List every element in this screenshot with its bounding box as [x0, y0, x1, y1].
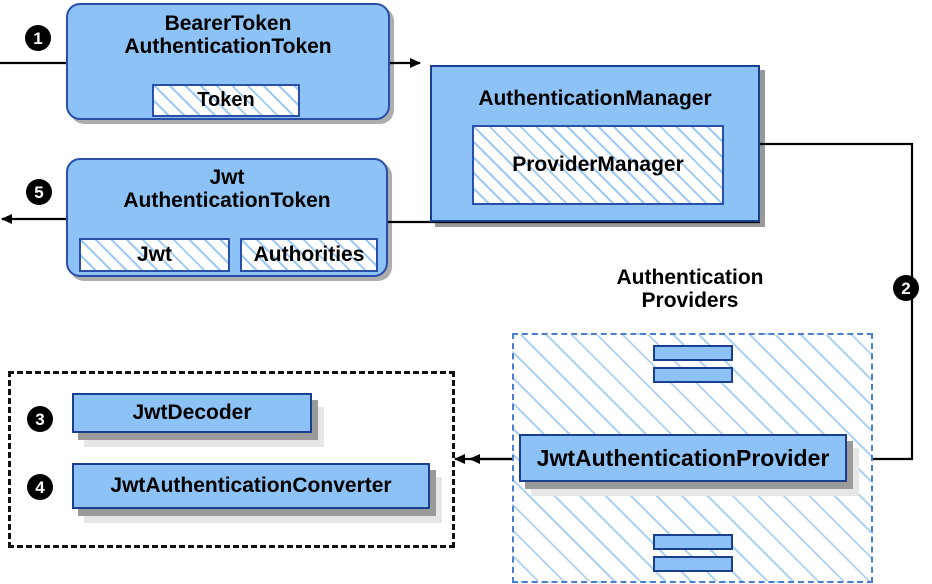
node-jwt-authentication-token[interactable]: Jwt AuthenticationToken Jwt Authorities [66, 158, 388, 277]
step-marker-4-number: 4 [35, 477, 45, 497]
jwt-authentication-token-field-authorities: Authorities [240, 238, 378, 272]
step-marker-4: 4 [27, 474, 53, 500]
bearer-token-field-token-label: Token [197, 89, 255, 111]
authorities-field-label: Authorities [253, 243, 365, 266]
provider-stub-bar-bottom-1 [653, 534, 733, 550]
node-authentication-manager[interactable]: AuthenticationManager ProviderManager [430, 65, 760, 222]
step-marker-5: 5 [26, 179, 52, 205]
step-marker-2: 2 [893, 275, 919, 301]
step-marker-1: 1 [25, 25, 51, 51]
provider-stub-bar-top-1 [653, 345, 733, 361]
jwt-decoder-face: JwtDecoder [72, 393, 312, 433]
jwt-authentication-token-title: Jwt AuthenticationToken [123, 166, 331, 212]
step-marker-1-number: 1 [33, 28, 43, 48]
node-jwt-decoder[interactable]: JwtDecoder [72, 393, 328, 447]
provider-stub-bar-bottom-2 [653, 556, 733, 572]
authentication-manager-field-provider-manager: ProviderManager [472, 125, 724, 205]
node-bearer-token-authentication-token[interactable]: BearerToken AuthenticationToken Token [66, 3, 390, 120]
jwt-field-label: Jwt [136, 243, 172, 266]
node-jwt-authentication-converter[interactable]: JwtAuthenticationConverter [72, 463, 446, 523]
jwt-decoder-label: JwtDecoder [132, 401, 252, 424]
step-marker-3: 3 [27, 406, 53, 432]
jwt-authentication-provider-face: JwtAuthenticationProvider [519, 434, 847, 482]
authentication-providers-title: Authentication Providers [616, 266, 764, 313]
jwt-authentication-converter-face: JwtAuthenticationConverter [72, 463, 430, 509]
jwt-authentication-token-field-jwt: Jwt [79, 238, 230, 272]
step-marker-3-number: 3 [35, 409, 45, 429]
step-marker-5-number: 5 [34, 182, 44, 202]
provider-manager-label: ProviderManager [512, 153, 684, 176]
jwt-authentication-provider-label: JwtAuthenticationProvider [536, 444, 830, 471]
step-marker-2-number: 2 [901, 278, 911, 298]
authentication-manager-title: AuthenticationManager [478, 87, 712, 110]
bearer-token-title: BearerToken AuthenticationToken [124, 12, 332, 58]
jwt-authentication-converter-label: JwtAuthenticationConverter [110, 474, 392, 497]
bearer-token-field-token: Token [152, 84, 300, 117]
node-jwt-authentication-provider[interactable]: JwtAuthenticationProvider [519, 434, 871, 496]
jwt-support-group-container [8, 371, 455, 548]
provider-stub-bar-top-2 [653, 367, 733, 383]
